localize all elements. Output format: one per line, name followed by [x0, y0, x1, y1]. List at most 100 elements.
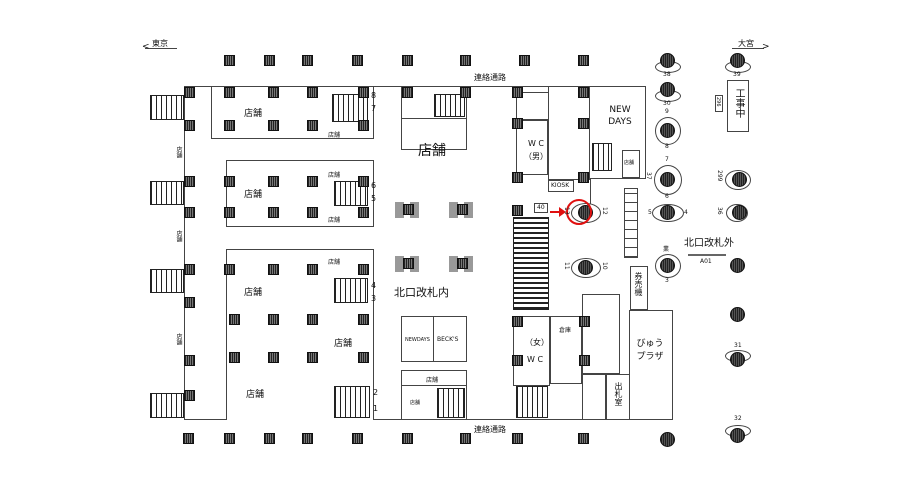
- column: [307, 176, 318, 187]
- ticket-gates[interactable]: [624, 188, 638, 258]
- column: [183, 433, 194, 444]
- column: [402, 55, 413, 66]
- storage: [550, 316, 582, 384]
- view-plaza: [629, 310, 673, 420]
- pillar-36[interactable]: [732, 205, 747, 220]
- column: [268, 87, 279, 98]
- corridor-top: 連絡通路: [474, 73, 506, 82]
- pillar[interactable]: [730, 258, 745, 273]
- pillar-7-6[interactable]: [660, 172, 675, 187]
- column: [224, 207, 235, 218]
- column: [229, 314, 240, 325]
- column: [358, 207, 369, 218]
- room: [582, 374, 606, 420]
- column: [358, 264, 369, 275]
- pillar-label: 7: [665, 156, 669, 163]
- column: [402, 433, 413, 444]
- poster-stand[interactable]: [395, 256, 419, 272]
- pillar-3[interactable]: [660, 258, 675, 273]
- arrow-left-icon: [145, 48, 177, 49]
- arrow-head-right-icon: >: [762, 42, 770, 52]
- ticket-machine-label: 券売機: [634, 272, 643, 296]
- column: [224, 120, 235, 131]
- pillar-31[interactable]: [730, 352, 745, 367]
- ticket-machine[interactable]: [630, 266, 648, 310]
- highlight-arrow-icon: [550, 211, 561, 213]
- column: [184, 264, 195, 275]
- shop-label-small: 店舗: [426, 377, 439, 384]
- pillar-299[interactable]: [732, 172, 747, 187]
- column: [512, 205, 523, 216]
- column: [358, 352, 369, 363]
- pillar-label: 11: [563, 262, 570, 270]
- stairs-right-main: [513, 217, 549, 310]
- column: [578, 118, 589, 129]
- kiosk: [548, 180, 574, 192]
- column: [578, 433, 589, 444]
- column: [184, 87, 195, 98]
- shop-label-small: 店舗: [410, 400, 421, 406]
- column: [307, 352, 318, 363]
- pillar-38[interactable]: [660, 53, 675, 68]
- pillar-label: 5: [648, 209, 652, 216]
- view-plaza-label: びゅうプラザ: [636, 339, 664, 362]
- pillar-label: 32: [734, 415, 742, 422]
- wall-left: [184, 86, 185, 420]
- shop-label: 店舗: [244, 109, 263, 119]
- escalator-number: 5: [371, 194, 377, 203]
- small-shop: [622, 150, 640, 178]
- column: [579, 355, 590, 366]
- pillar-label: 13: [563, 207, 570, 215]
- column: [512, 118, 523, 129]
- pillar[interactable]: [730, 307, 745, 322]
- north-gate-outside-label: 北口改札外: [684, 238, 734, 249]
- poster-stand[interactable]: [449, 256, 473, 272]
- pillar-label: 39: [733, 71, 741, 78]
- code-40-box: [534, 203, 548, 213]
- column: [268, 120, 279, 131]
- escalator-number: 1: [373, 404, 379, 413]
- poster-stand[interactable]: [395, 202, 419, 218]
- shop-label-side: 店舗: [175, 146, 182, 158]
- column: [268, 352, 279, 363]
- pillar-label: 38: [663, 71, 671, 78]
- highlight-arrow-head-icon: [559, 207, 566, 217]
- newdays-label: NEW DAYS: [608, 105, 632, 127]
- pillar-label: 3: [665, 277, 669, 284]
- pillar-39[interactable]: [730, 53, 745, 68]
- pillar-11-10[interactable]: [578, 260, 593, 275]
- pillar[interactable]: [660, 432, 675, 447]
- highlight-circle: [566, 199, 592, 225]
- wall-top: [184, 86, 590, 87]
- pillar-9-8[interactable]: [660, 123, 675, 138]
- stair-hall: [548, 86, 590, 180]
- pillar-5-4[interactable]: [660, 205, 675, 220]
- column: [307, 120, 318, 131]
- poster-stand[interactable]: [449, 202, 473, 218]
- ticket-office-label: 出札室: [614, 382, 623, 406]
- column: [264, 55, 275, 66]
- construction-area: [727, 80, 749, 132]
- construction-label: 工事中: [733, 88, 744, 118]
- pillar-32[interactable]: [730, 428, 745, 443]
- column: [358, 314, 369, 325]
- column: [268, 264, 279, 275]
- ticket-office: [606, 374, 630, 420]
- pillar-label: 9: [665, 108, 669, 115]
- column: [307, 314, 318, 325]
- escalator-4-3: [334, 278, 368, 303]
- column: [512, 172, 523, 183]
- pillar-label: 6: [665, 193, 669, 200]
- arrow-head-left-icon: <: [142, 42, 150, 52]
- escalator-2-1: [334, 386, 370, 418]
- wc-men-label: W C（男）: [524, 139, 548, 161]
- column: [302, 433, 313, 444]
- pillar-30[interactable]: [660, 82, 675, 97]
- column: [268, 176, 279, 187]
- stairs-center: [434, 94, 465, 117]
- column: [578, 87, 589, 98]
- shop-label: 店舗: [244, 190, 263, 200]
- shop-label-small: 店舗: [328, 132, 341, 139]
- newdays-small-label: NEWDAYS: [405, 337, 430, 343]
- corridor-bottom: 連絡通路: [474, 425, 506, 434]
